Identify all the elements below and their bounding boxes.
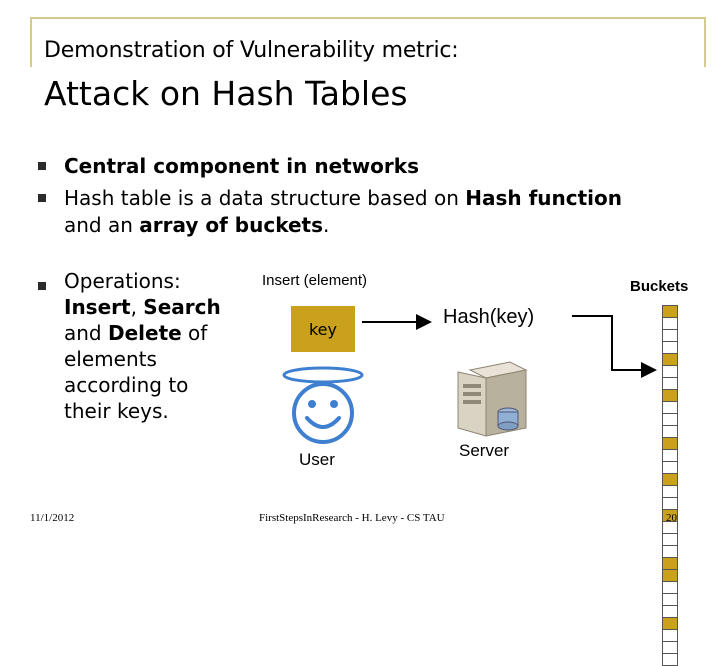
slide-subtitle: Demonstration of Vulnerability metric:	[44, 38, 459, 63]
footer-center: FirstStepsInResearch - H. Levy - CS TAU	[259, 512, 445, 524]
arrow-hash-to-buckets	[572, 315, 657, 378]
bullet-2-line-1: Hash table is a data structure based on …	[64, 187, 622, 209]
buckets-label: Buckets	[630, 278, 689, 295]
bullet-3-line-3: and Delete of	[64, 322, 207, 344]
footer-page-number: 20	[666, 512, 677, 524]
user-smiley-icon	[282, 366, 364, 444]
bullet-marker-2	[38, 194, 46, 202]
bucket-cell	[662, 653, 678, 666]
op-search: Search	[143, 295, 221, 319]
op-comma: ,	[130, 295, 144, 319]
user-label: User	[299, 450, 335, 469]
op-delete: Delete	[107, 321, 182, 345]
bullet-3-line-6: their keys.	[64, 399, 169, 423]
bullet-marker-1	[38, 162, 46, 170]
op-of: of	[181, 321, 208, 345]
bullet-marker-3	[38, 282, 46, 290]
op-and: and	[64, 321, 108, 345]
bullet-3-line-5: according to	[64, 373, 189, 397]
op-insert: Insert	[64, 295, 131, 319]
hash-label: Hash(key)	[443, 306, 535, 328]
key-box: key	[291, 306, 355, 352]
bullet-2-line-2: and an array of buckets.	[64, 214, 329, 236]
bullet-2-line2-pre: and an	[64, 213, 140, 237]
slide-title: Attack on Hash Tables	[44, 74, 408, 113]
frame-top-line	[30, 17, 706, 19]
bullet-1-text: Central component in networks	[64, 154, 419, 178]
footer-date: 11/1/2012	[30, 512, 75, 524]
bucket-array	[662, 305, 678, 666]
server-icon	[457, 361, 528, 437]
insert-label: Insert (element)	[262, 272, 368, 289]
bullet-3-line-2: Insert, Search	[64, 296, 221, 318]
bullet-2-text: Hash table is a data structure based on	[64, 186, 466, 210]
server-label: Server	[459, 441, 510, 460]
bullet-2-hash-function: Hash function	[465, 186, 623, 210]
frame-right-line	[704, 17, 706, 67]
bullet-3-line-4: elements	[64, 347, 157, 371]
frame-left-line	[30, 17, 32, 67]
bullet-3-line-1: Operations:	[64, 269, 181, 293]
bullet-2-period: .	[323, 213, 330, 237]
bullet-2-array-of-buckets: array of buckets	[139, 213, 323, 237]
